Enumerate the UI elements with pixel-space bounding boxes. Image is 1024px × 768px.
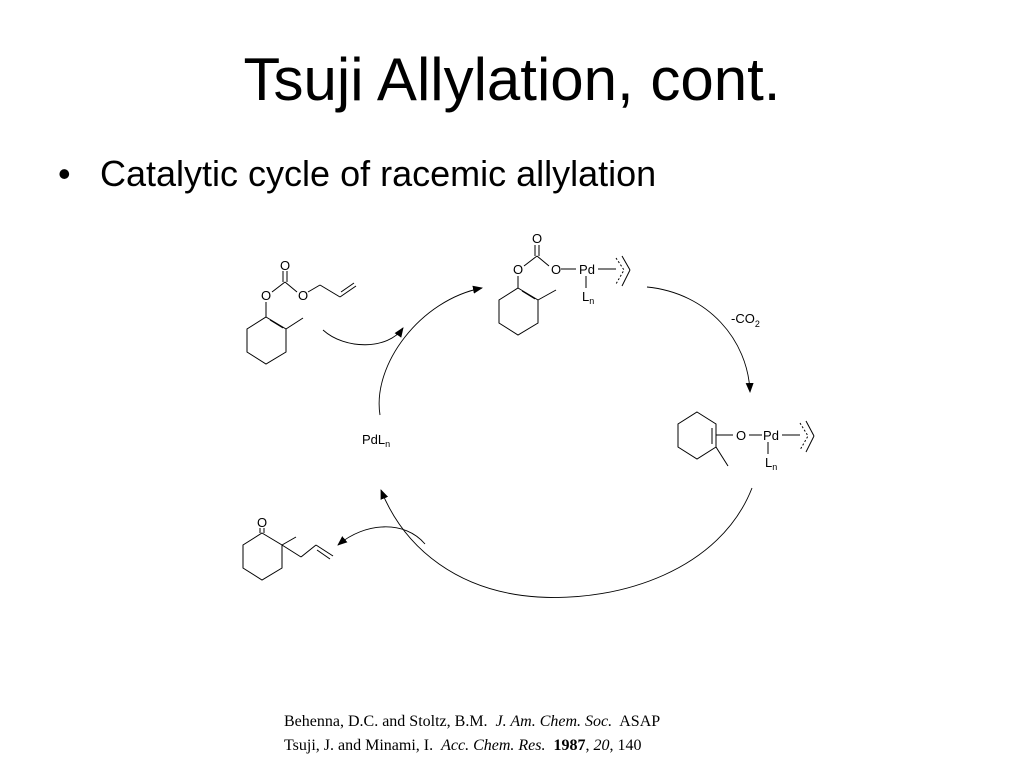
- oxygen-label: O: [532, 231, 542, 246]
- oxygen-label: O: [736, 428, 746, 443]
- intermediate-pd-enolate: O Pd Ln: [677, 411, 815, 472]
- oxygen-label: O: [298, 288, 308, 303]
- oxygen-label: O: [280, 258, 290, 273]
- decarboxylation-arrow: [646, 286, 754, 393]
- oxygen-label: O: [261, 288, 271, 303]
- cycle-arrow-bottom: [380, 487, 753, 598]
- ligand-label: Ln: [765, 455, 777, 472]
- product-allyl-ketone: O: [242, 515, 334, 581]
- substrate-entry-arrow: [322, 327, 404, 346]
- catalyst-label: PdLn: [362, 432, 390, 449]
- reference-1: Behenna, D.C. and Stoltz, B.M. J. Am. Ch…: [284, 713, 661, 730]
- bullet-text: Catalytic cycle of racemic allylation: [100, 153, 657, 194]
- product-release-arrow: [337, 526, 426, 546]
- palladium-label: Pd: [579, 262, 595, 277]
- decarboxylation-label: -CO2: [731, 311, 760, 329]
- bullet-item: • Catalytic cycle of racemic allylation: [58, 150, 656, 198]
- palladium-label: Pd: [763, 428, 779, 443]
- ligand-label: Ln: [582, 289, 594, 306]
- intermediate-pd-carboxylate: O O O Pd Ln: [498, 231, 631, 336]
- bullet-dot: •: [58, 153, 71, 194]
- oxygen-label: O: [257, 515, 267, 530]
- reference-2: Tsuji, J. and Minami, I. Acc. Chem. Res.…: [284, 737, 642, 754]
- slide-title: Tsuji Allylation, cont.: [243, 46, 781, 113]
- bullet-list: • Catalytic cycle of racemic allylation: [58, 150, 656, 198]
- oxygen-label: O: [551, 262, 561, 277]
- substrate-allyl-enol-carbonate: O O O: [246, 258, 357, 365]
- references: Behenna, D.C. and Stoltz, B.M. J. Am. Ch…: [284, 710, 660, 758]
- oxygen-label: O: [513, 262, 523, 277]
- cycle-arrow-left: [378, 285, 483, 416]
